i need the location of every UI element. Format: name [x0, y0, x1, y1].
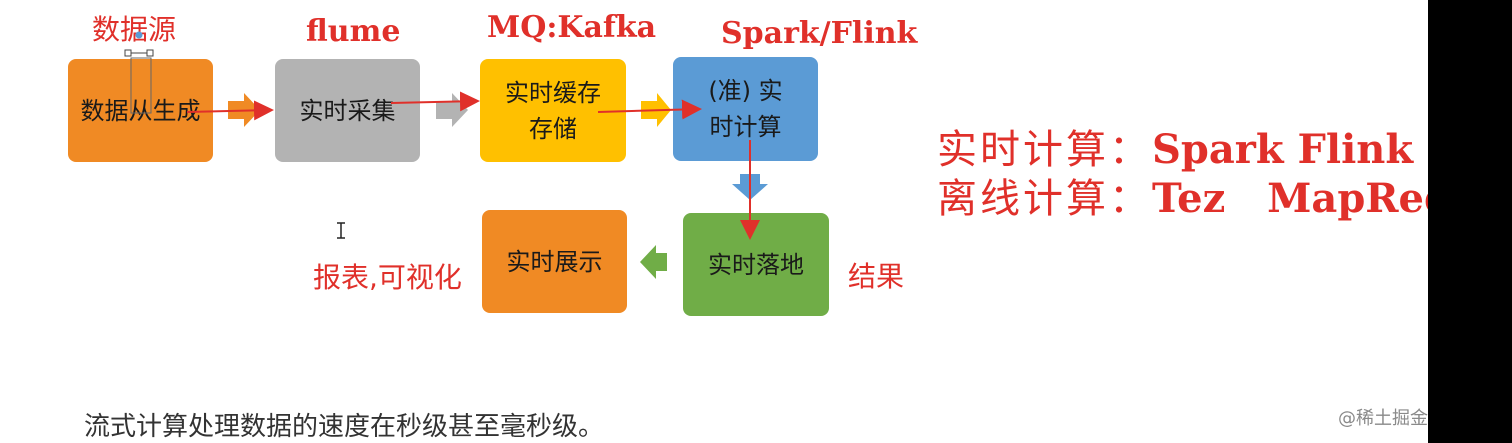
selection-handles [124, 31, 154, 114]
red-line-3 [597, 99, 702, 120]
box-realtime-display[interactable]: 实时展示 [482, 210, 627, 313]
box-realtime-cache[interactable]: 实时缓存 存储 [480, 59, 626, 162]
offline-summary-value: Tez MapReduce [1152, 175, 1428, 222]
diagram-connectors [124, 31, 768, 279]
box-realtime-cache-line1: 实时缓存 [505, 78, 601, 107]
box-realtime-landing-label: 实时落地 [708, 250, 804, 279]
watermark: @稀土掘金技术社区 [1338, 408, 1428, 429]
box-realtime-cache-text: 实时缓存 存储 [505, 75, 601, 147]
label-result: 结果 [848, 260, 905, 293]
text-cursor-icon [337, 222, 345, 239]
box-realtime-display-label: 实时展示 [506, 247, 603, 276]
side-black-bar [1428, 0, 1512, 443]
offline-summary-label: 离线计算： [937, 176, 1152, 222]
label-report: 报表,可视化 [313, 261, 462, 294]
label-kafka: MQ:Kafka [487, 10, 657, 45]
caption: 流式计算处理数据的速度在秒级甚至毫秒级。 [84, 412, 605, 442]
red-line-1 [186, 100, 274, 121]
label-spark-flink: Spark/Flink [721, 16, 918, 51]
realtime-summary: 实时计算：Spark Flink [937, 126, 1413, 174]
box-realtime-cache-line2: 存储 [529, 114, 577, 143]
realtime-summary-label: 实时计算： [937, 127, 1152, 173]
box-data-generation[interactable]: 数据从生成 [68, 59, 213, 162]
label-flume: flume [306, 14, 401, 49]
slide: 数据源 flume MQ:Kafka Spark/Flink 数据从生成 实时采… [68, 10, 1428, 442]
box-realtime-compute-text: (准) 实 时计算 [708, 73, 782, 145]
block-arrow-gray [436, 93, 468, 127]
realtime-summary-value: Spark Flink [1152, 126, 1414, 173]
box-data-generation-label: 数据从生成 [80, 96, 201, 125]
box-realtime-compute-line1: (准) 实 [708, 77, 783, 105]
red-line-2 [390, 91, 480, 112]
box-realtime-compute-line2: 时计算 [709, 113, 782, 141]
block-arrow-green-left [640, 245, 667, 279]
box-realtime-collect-label: 实时采集 [299, 96, 396, 125]
offline-summary: 离线计算：Tez MapReduce [937, 175, 1428, 223]
box-realtime-collect[interactable]: 实时采集 [275, 59, 420, 162]
label-source: 数据源 [92, 13, 177, 46]
